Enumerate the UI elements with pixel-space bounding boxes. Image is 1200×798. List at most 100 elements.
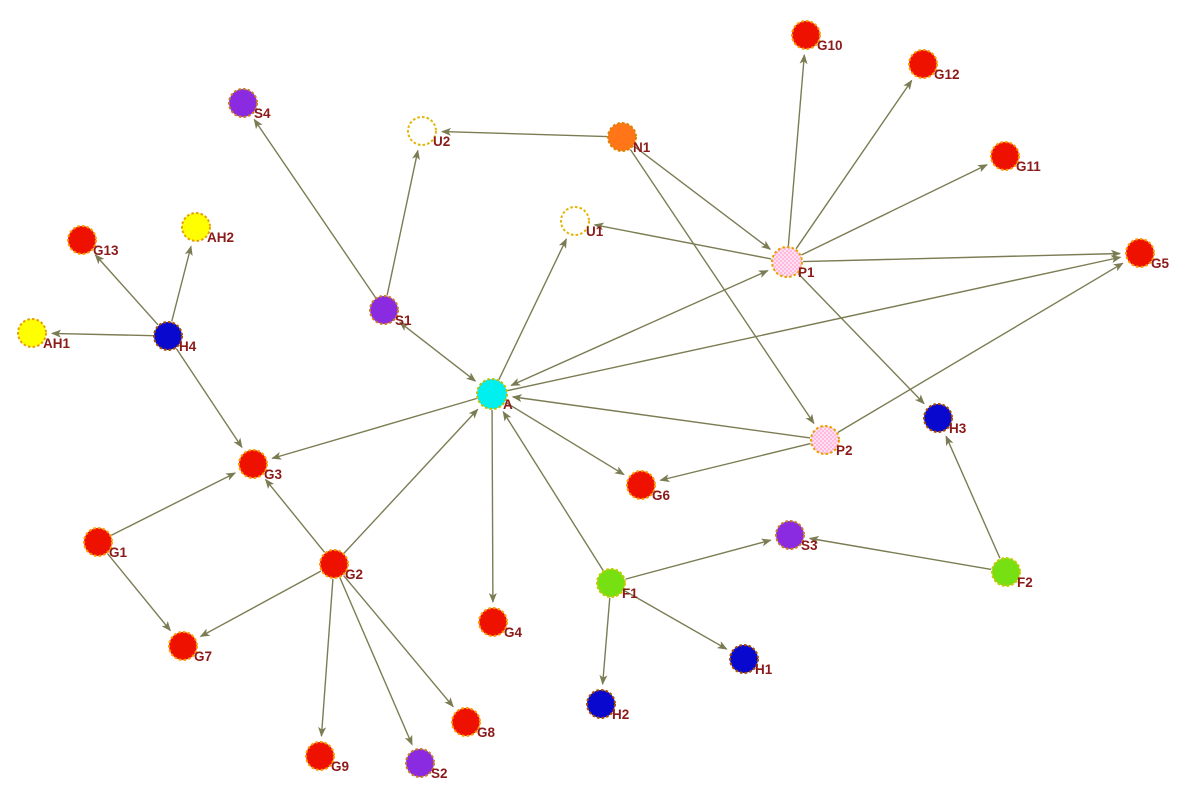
edge-P1-G11 [801, 164, 988, 256]
edge-F1-A [502, 410, 604, 571]
node-label-G6: G6 [652, 488, 671, 503]
node-S1[interactable]: S1 [369, 295, 412, 328]
node-label-H4: H4 [179, 339, 197, 354]
node-circle-G8[interactable] [451, 707, 481, 737]
node-label-G13: G13 [93, 243, 119, 258]
node-P1[interactable]: P1 [771, 246, 815, 280]
node-H1[interactable]: H1 [729, 644, 773, 677]
node-G12[interactable]: G12 [908, 49, 960, 82]
node-label-F2: F2 [1017, 575, 1033, 590]
node-circle-G10[interactable] [791, 20, 821, 50]
edge-A-G5 [507, 255, 1122, 392]
edge-F2-H3 [945, 435, 1001, 559]
node-circle-H2[interactable] [586, 689, 616, 719]
node-label-G12: G12 [934, 67, 960, 82]
node-circle-G3[interactable] [238, 449, 268, 479]
node-circle-F2[interactable] [991, 557, 1021, 587]
node-circle-S2[interactable] [405, 748, 435, 778]
edge-A-G6 [505, 401, 625, 476]
node-circle-S4[interactable] [228, 88, 258, 118]
node-G10[interactable]: G10 [791, 20, 843, 53]
node-label-S3: S3 [801, 538, 818, 553]
node-U1[interactable]: U1 [560, 206, 604, 239]
edge-A-P1 [510, 269, 769, 387]
node-H4[interactable]: H4 [153, 321, 197, 354]
node-G7[interactable]: G7 [168, 631, 212, 664]
node-circle-G2[interactable] [319, 549, 349, 579]
node-U2[interactable]: U2 [407, 116, 450, 149]
node-G13[interactable]: G13 [67, 225, 119, 258]
node-label-G9: G9 [331, 759, 349, 774]
node-label-S1: S1 [395, 313, 412, 328]
node-circle-S3[interactable] [775, 520, 805, 550]
edge-F1-S3 [625, 538, 772, 580]
node-circle-G7[interactable] [168, 631, 198, 661]
node-circle-F1[interactable] [596, 568, 626, 598]
node-circle-G13[interactable] [67, 225, 97, 255]
node-circle-G12[interactable] [908, 49, 938, 79]
edge-H4-AH1 [50, 329, 154, 338]
edge-P1-G5 [802, 249, 1122, 263]
node-P2[interactable]: P2 [810, 425, 853, 458]
node-circle-U2[interactable] [407, 116, 437, 146]
node-label-S2: S2 [431, 766, 448, 781]
edge-N1-P1 [633, 145, 772, 250]
node-S3[interactable]: S3 [775, 520, 818, 553]
edge-F1-H1 [623, 589, 728, 650]
node-A[interactable]: A [476, 378, 513, 412]
node-AH2[interactable]: AH2 [181, 212, 234, 245]
edge-P1-G12 [795, 79, 913, 250]
node-S4[interactable]: S4 [228, 88, 271, 121]
node-label-G11: G11 [1016, 159, 1041, 174]
edge-G1-G7 [106, 553, 171, 632]
node-F1[interactable]: F1 [596, 568, 638, 601]
edge-A-G3 [271, 397, 477, 460]
node-circle-G11[interactable] [990, 141, 1020, 171]
node-circle-AH2[interactable] [181, 212, 211, 242]
node-circle-U1[interactable] [560, 206, 590, 236]
node-G9[interactable]: G9 [305, 741, 349, 774]
node-circle-G6[interactable] [626, 470, 656, 500]
node-circle-P2[interactable] [810, 425, 840, 455]
node-circle-G4[interactable] [478, 607, 508, 637]
node-H2[interactable]: H2 [586, 689, 629, 722]
node-label-U2: U2 [433, 134, 450, 149]
edge-F2-S3 [808, 535, 992, 571]
node-circle-G1[interactable] [83, 527, 113, 557]
node-G11[interactable]: G11 [990, 141, 1041, 174]
node-G6[interactable]: G6 [626, 470, 671, 503]
node-circle-AH1[interactable] [17, 318, 47, 348]
node-N1[interactable]: N1 [607, 122, 651, 155]
node-circle-H1[interactable] [729, 644, 759, 674]
node-S2[interactable]: S2 [405, 748, 448, 781]
node-label-H1: H1 [755, 662, 773, 677]
edge-G2-G8 [343, 575, 454, 708]
node-circle-H4[interactable] [153, 321, 183, 351]
edge-P2-A [511, 394, 811, 439]
node-label-P1: P1 [798, 265, 815, 280]
node-G2[interactable]: G2 [319, 549, 363, 582]
node-circle-P1[interactable] [771, 246, 803, 278]
node-H3[interactable]: H3 [923, 403, 967, 436]
edge-P1-H3 [797, 273, 925, 405]
node-F2[interactable]: F2 [991, 557, 1033, 590]
edge-N1-U2 [440, 127, 608, 138]
node-circle-N1[interactable] [607, 122, 637, 152]
node-circle-S1[interactable] [369, 295, 399, 325]
node-G5[interactable]: G5 [1125, 238, 1170, 271]
edge-A-G4 [488, 409, 497, 604]
node-circle-G9[interactable] [305, 741, 335, 771]
node-circle-H3[interactable] [923, 403, 953, 433]
node-label-G4: G4 [504, 625, 523, 640]
node-AH1[interactable]: AH1 [17, 318, 70, 351]
node-G4[interactable]: G4 [478, 607, 523, 640]
edge-G2-G9 [318, 578, 334, 738]
node-circle-A[interactable] [476, 378, 508, 410]
node-label-A: A [503, 397, 513, 412]
node-label-G2: G2 [345, 567, 363, 582]
node-G8[interactable]: G8 [451, 707, 496, 740]
node-G1[interactable]: G1 [83, 527, 128, 560]
node-circle-G5[interactable] [1125, 238, 1155, 268]
node-G3[interactable]: G3 [238, 449, 283, 482]
